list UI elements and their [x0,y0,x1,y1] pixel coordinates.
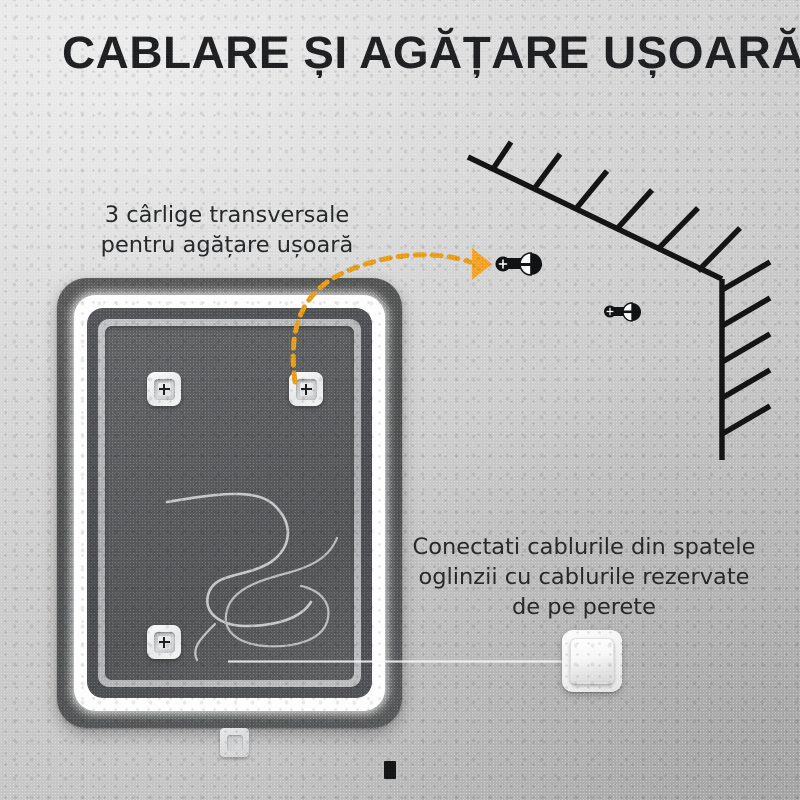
sensor-inner [226,734,243,751]
cable-routing [165,492,339,662]
hook-top-left[interactable] [147,372,181,406]
wall-corner-diagram [466,140,772,460]
hook-inner [153,631,175,653]
wire-run-to-switch [228,660,573,663]
wall-light-switch[interactable] [562,630,622,692]
wall-top-diagonal [466,154,724,282]
switch-rocker[interactable] [570,638,614,684]
cross-screw-icon [299,382,313,396]
wall-corner-lines [466,140,772,460]
led-mirror[interactable] [57,278,402,779]
wall-hatch-ticks-diagonal [490,140,742,273]
page-title: CABLARE ȘI AGĂȚARE UȘOARĂ [62,27,800,78]
wall-hatch-ticks-vertical [720,259,772,437]
cross-screw-icon [157,635,171,649]
hook-inner [153,378,175,400]
cross-screw-icon [157,382,171,396]
caption-hooks: 3 cârlige transversale pentru agățare uș… [100,202,354,259]
touch-sensor[interactable] [220,728,249,757]
mirror-back-panel [105,326,354,680]
cable-connector [384,761,396,779]
cable-upper [165,492,313,628]
hook-bottom-left[interactable] [147,625,181,659]
caption-wiring: Conectati cablurile din spatele oglinzii… [412,534,756,621]
cable-lower [224,536,339,648]
cable-tail [194,622,217,662]
